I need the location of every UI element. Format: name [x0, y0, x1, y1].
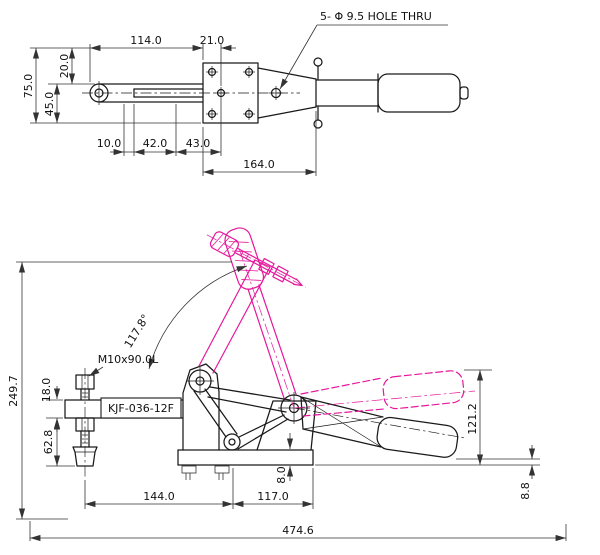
angle-arc [148, 265, 248, 370]
side-view-geometry: KJF-036-12F [64, 363, 466, 480]
thread-leader [88, 366, 104, 377]
dim-88-label: 8.8 [519, 482, 532, 500]
handle-grip-top-view [377, 73, 461, 113]
dim-474-label: 474.6 [282, 524, 314, 537]
dim-164-label: 164.0 [243, 158, 275, 171]
ubar-open [198, 259, 271, 374]
side-view-open-position [198, 227, 476, 417]
hole-note: 5- Φ 9.5 HOLE THRU [320, 10, 432, 23]
dim-42-label: 42.0 [143, 137, 168, 150]
rubber-foot-open [209, 231, 239, 258]
grip-end-button [459, 86, 469, 100]
dim-62-label: 62.8 [42, 430, 55, 455]
dim-114-label: 114.0 [130, 34, 162, 47]
dim-18-label: 18.0 [40, 378, 53, 403]
model-label: KJF-036-12F [108, 402, 174, 415]
spindle [72, 374, 98, 467]
dim-43-label: 43.0 [186, 137, 211, 150]
thread-label: M10x90.0L [98, 353, 159, 366]
dim-8-label: 8.0 [275, 466, 288, 484]
dim-45-label: 45.0 [43, 92, 56, 117]
side-view: KJF-036-12F [7, 227, 567, 542]
lower-pivot [223, 433, 241, 451]
top-view: 114.0 21.0 20.0 45.0 75.0 10.0 42.0 43.0… [22, 10, 469, 176]
handle-closed [293, 396, 466, 458]
spindle-open [206, 231, 306, 288]
dim-144-label: 144.0 [143, 490, 175, 503]
dim-75-label: 75.0 [22, 74, 35, 99]
dim-117-label: 117.0 [257, 490, 289, 503]
body-right-bracket [256, 400, 317, 451]
pivot-screw-bottom [313, 119, 323, 129]
handle-grip-closed [376, 416, 459, 458]
base-plate-side [177, 449, 314, 480]
handle-phantom-horizontal [300, 370, 465, 417]
dim-10-label: 10.0 [97, 137, 122, 150]
dim-249-label: 249.7 [7, 375, 20, 407]
handle-open [224, 227, 297, 399]
top-view-dimensions: 114.0 21.0 20.0 45.0 75.0 10.0 42.0 43.0… [22, 10, 448, 176]
model-label-box [100, 397, 182, 419]
handle-grip-open [224, 227, 265, 290]
angle-label: 117.8° [122, 312, 153, 350]
dim-121-label: 121.2 [466, 403, 479, 435]
hole-note-leader [279, 24, 318, 90]
top-view-geometry [82, 57, 469, 129]
dim-20-label: 20.0 [58, 54, 71, 79]
dim-21-label: 21.0 [200, 34, 225, 47]
pivot-screw-top [313, 57, 323, 67]
